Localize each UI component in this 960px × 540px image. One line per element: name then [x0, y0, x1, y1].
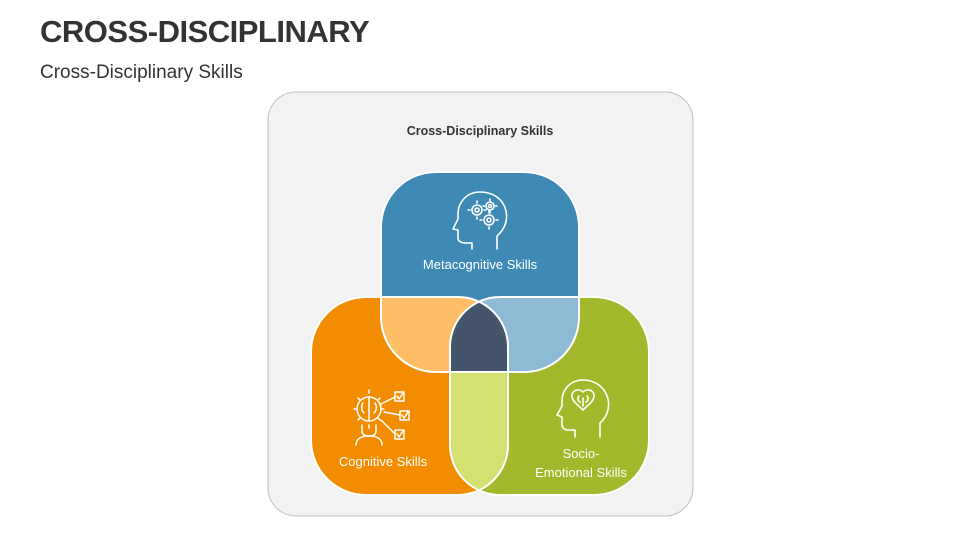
person-brain-checklist-icon [353, 389, 410, 446]
panel-title: Cross-Disciplinary Skills [407, 124, 554, 138]
slide-title: CROSS-DISCIPLINARY [40, 14, 370, 49]
all-three-overlap [450, 297, 508, 372]
slide-subtitle: Cross-Disciplinary Skills [40, 62, 243, 83]
set-outlines [310, 171, 650, 496]
head-heart-brain-icon [556, 379, 610, 438]
head-gears-icon [452, 191, 508, 250]
socio-emotional-label-line-2: Emotional Skills [535, 465, 627, 480]
cognitive-label: Cognitive Skills [339, 454, 428, 469]
metacognitive-label: Metacognitive Skills [423, 257, 538, 272]
socio-emotional-label-line-1: Socio- [563, 446, 600, 461]
